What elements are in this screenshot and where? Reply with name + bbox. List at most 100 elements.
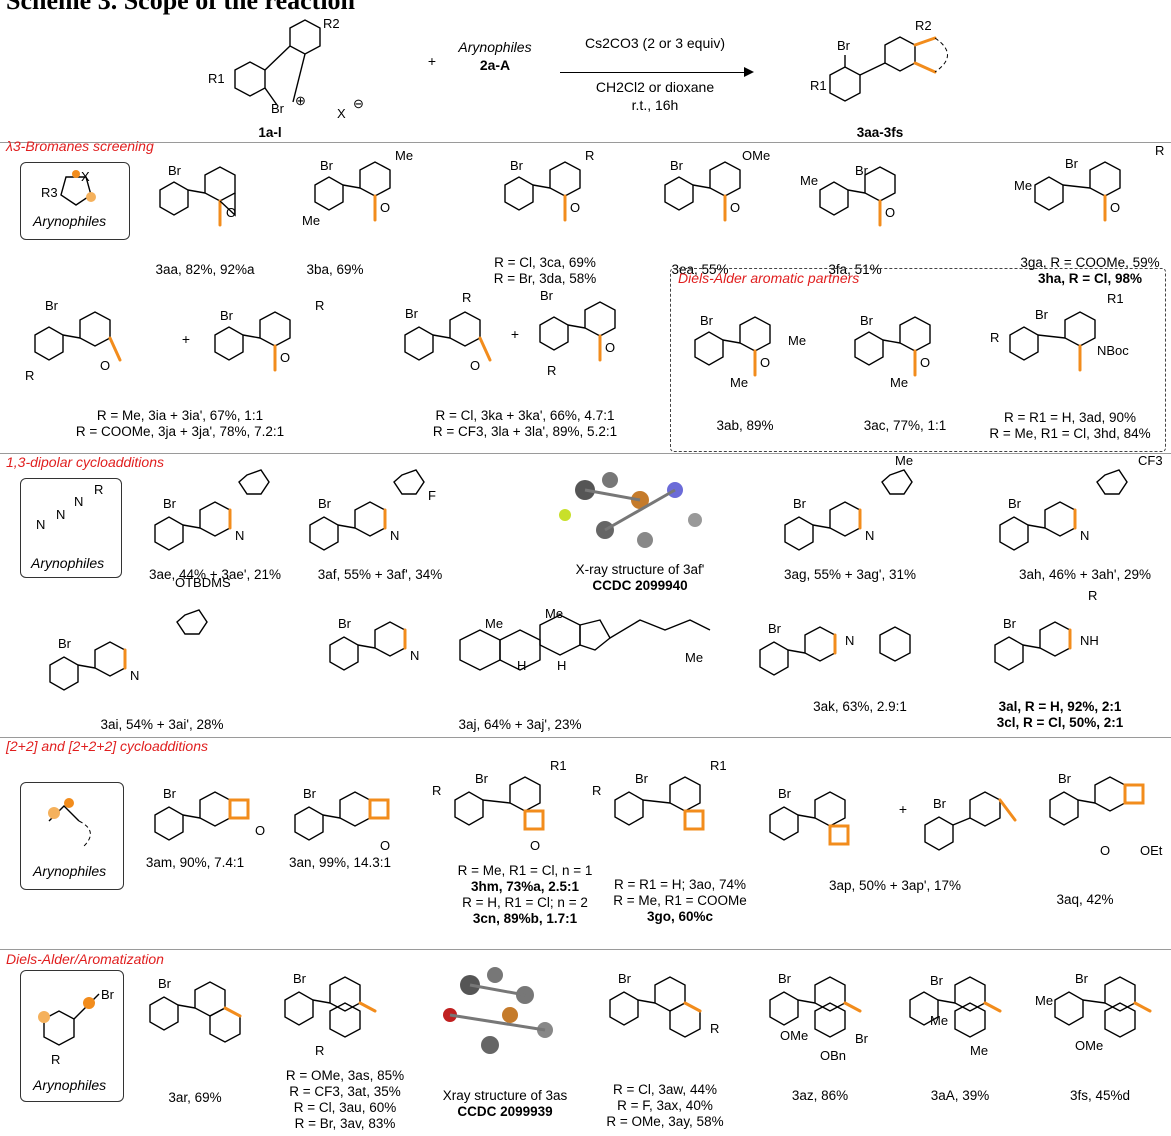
molecule-3hm: Br R R1 O bbox=[432, 758, 567, 853]
label-3fs: 3fs, 45%d bbox=[1069, 1088, 1131, 1103]
label-3ae: 3ae, 44% + 3ae', 21% bbox=[148, 567, 282, 582]
svg-text:R: R bbox=[1155, 143, 1164, 158]
label-3ka: R = Cl, 3ka + 3ka', 66%, 4.7:1 bbox=[435, 408, 615, 423]
svg-text:O: O bbox=[470, 358, 480, 373]
molecule-3aj: Br N Me Me H H Me bbox=[329, 606, 711, 673]
xray-3af-prime-image bbox=[559, 472, 702, 548]
svg-text:N: N bbox=[74, 494, 83, 509]
label-3av: R = Br, 3av, 83% bbox=[294, 1116, 396, 1131]
svg-text:Br: Br bbox=[778, 786, 792, 801]
svg-text:Me: Me bbox=[1035, 993, 1053, 1008]
label-3ea: 3ea, 55% bbox=[671, 262, 729, 277]
svg-text:N: N bbox=[235, 528, 244, 543]
arynophiles-reagent: Arynophiles bbox=[458, 39, 532, 55]
reactant-br-atom: Br bbox=[271, 101, 285, 116]
svg-text:Br: Br bbox=[163, 786, 177, 801]
svg-text:Br: Br bbox=[168, 163, 182, 178]
svg-text:O: O bbox=[380, 200, 390, 215]
svg-text:Me: Me bbox=[302, 213, 320, 228]
label-3hm-cond: R = Me, R1 = Cl, n = 1 bbox=[457, 863, 593, 878]
label-3af: 3af, 55% + 3af', 34% bbox=[317, 567, 443, 582]
xray-3af-prime-ccdc: CCDC 2099940 bbox=[592, 578, 688, 593]
svg-text:Br: Br bbox=[933, 796, 947, 811]
molecule-3al: Br R NH bbox=[994, 588, 1099, 671]
molecule-3ad: Br R R1 NBoc bbox=[990, 291, 1129, 372]
molecule-3ba: Br Me Me O bbox=[302, 148, 413, 228]
label-3ba: 3ba, 69% bbox=[306, 262, 364, 277]
svg-text:R: R bbox=[25, 368, 34, 383]
svg-text:H: H bbox=[517, 658, 526, 673]
svg-text:Br: Br bbox=[860, 313, 874, 328]
product-label: 3aa-3fs bbox=[856, 125, 904, 140]
divider-2 bbox=[0, 453, 1171, 454]
xray-3as-caption: Xray structure of 3as bbox=[442, 1088, 568, 1103]
svg-text:Me: Me bbox=[895, 453, 913, 468]
svg-text:R: R bbox=[462, 290, 471, 305]
label-3az: 3az, 86% bbox=[791, 1088, 849, 1103]
svg-text:R1: R1 bbox=[550, 758, 567, 773]
svg-text:N: N bbox=[36, 517, 45, 532]
molecule-3ah: Br CF3 N bbox=[999, 453, 1163, 551]
svg-text:Br: Br bbox=[320, 158, 334, 173]
svg-text:Br: Br bbox=[618, 971, 632, 986]
molecule-3ka-prime: Br R O bbox=[539, 288, 616, 378]
svg-text:Br: Br bbox=[1058, 771, 1072, 786]
svg-text:OBn: OBn bbox=[820, 1048, 846, 1063]
svg-text:Br: Br bbox=[58, 636, 72, 651]
svg-text:Me: Me bbox=[890, 375, 908, 390]
svg-text:Br: Br bbox=[405, 306, 419, 321]
svg-text:Br: Br bbox=[700, 313, 714, 328]
arynophiles-reagent-code: 2a-A bbox=[479, 57, 511, 73]
svg-text:R: R bbox=[94, 482, 103, 497]
label-3ag: 3ag, 55% + 3ag', 31% bbox=[783, 567, 917, 582]
svg-text:R: R bbox=[710, 1021, 719, 1036]
label-3go-cond: R = Me, R1 = COOMe bbox=[613, 893, 747, 908]
label-3cn: 3cn, 89%b, 1.7:1 bbox=[472, 911, 578, 926]
conditions-solvent: CH2Cl2 or dioxane bbox=[595, 79, 715, 95]
svg-text:R: R bbox=[51, 1052, 60, 1067]
svg-text:Me: Me bbox=[485, 616, 503, 631]
molecule-3ap-prime: Br bbox=[924, 791, 1017, 851]
svg-text:Br: Br bbox=[1065, 156, 1079, 171]
svg-text:O: O bbox=[380, 838, 390, 853]
svg-text:R: R bbox=[592, 783, 601, 798]
svg-text:N: N bbox=[56, 507, 65, 522]
label-3ca: R = Cl, 3ca, 69% bbox=[494, 255, 596, 270]
label-3cn-cond: R = H, R1 = Cl; n = 2 bbox=[462, 895, 588, 910]
label-3al: 3al, R = H, 92%, 2:1 bbox=[998, 699, 1122, 714]
label-3ar: 3ar, 69% bbox=[168, 1090, 222, 1105]
svg-text:N: N bbox=[390, 528, 399, 543]
svg-text:N: N bbox=[845, 633, 854, 648]
molecule-3af: Br F N bbox=[309, 469, 436, 551]
label-3ay: R = OMe, 3ay, 58% bbox=[606, 1114, 724, 1129]
arynophile-box-furan: X R3 Arynophiles bbox=[20, 162, 130, 240]
arynophile-box-vinylbromide: Br R Arynophiles bbox=[20, 970, 124, 1102]
svg-text:Br: Br bbox=[220, 308, 234, 323]
label-3ax: R = F, 3ax, 40% bbox=[617, 1098, 713, 1113]
molecule-3fs: Br Me OMe bbox=[1035, 971, 1152, 1053]
molecule-3ag: Br Me N bbox=[784, 453, 913, 551]
molecule-3ga: Br Me R O bbox=[1014, 143, 1164, 222]
svg-text:Br: Br bbox=[475, 771, 489, 786]
xray-3as-image bbox=[443, 967, 553, 1054]
diels-alder-partners-label: Diels-Alder aromatic partners bbox=[678, 270, 860, 286]
svg-text:O: O bbox=[1100, 843, 1110, 858]
molecule-3ap: Br bbox=[769, 786, 850, 846]
svg-text:O: O bbox=[920, 355, 930, 370]
label-3as: R = OMe, 3as, 85% bbox=[285, 1068, 405, 1083]
reaction-arrow bbox=[560, 72, 750, 74]
svg-text:CF3: CF3 bbox=[1138, 453, 1163, 468]
svg-text:R1: R1 bbox=[710, 758, 727, 773]
molecule-3ai: Br OTBDMS N bbox=[49, 575, 231, 691]
label-3aj: 3aj, 64% + 3aj', 23% bbox=[458, 717, 582, 732]
label-3aA: 3aA, 39% bbox=[930, 1088, 990, 1103]
reactant-r1: R1 bbox=[208, 71, 225, 86]
svg-text:Br: Br bbox=[338, 616, 352, 631]
reactant-plus-charge: ⊕ bbox=[295, 93, 306, 108]
svg-text:OEt: OEt bbox=[1140, 843, 1163, 858]
scheme-title: Scheme 3. Scope of the reaction bbox=[6, 0, 356, 15]
svg-text:N: N bbox=[410, 648, 419, 663]
xray-3af-prime-caption: X-ray structure of 3af' bbox=[575, 562, 705, 577]
svg-text:NH: NH bbox=[1080, 633, 1099, 648]
molecule-3am: Br O bbox=[154, 786, 265, 841]
